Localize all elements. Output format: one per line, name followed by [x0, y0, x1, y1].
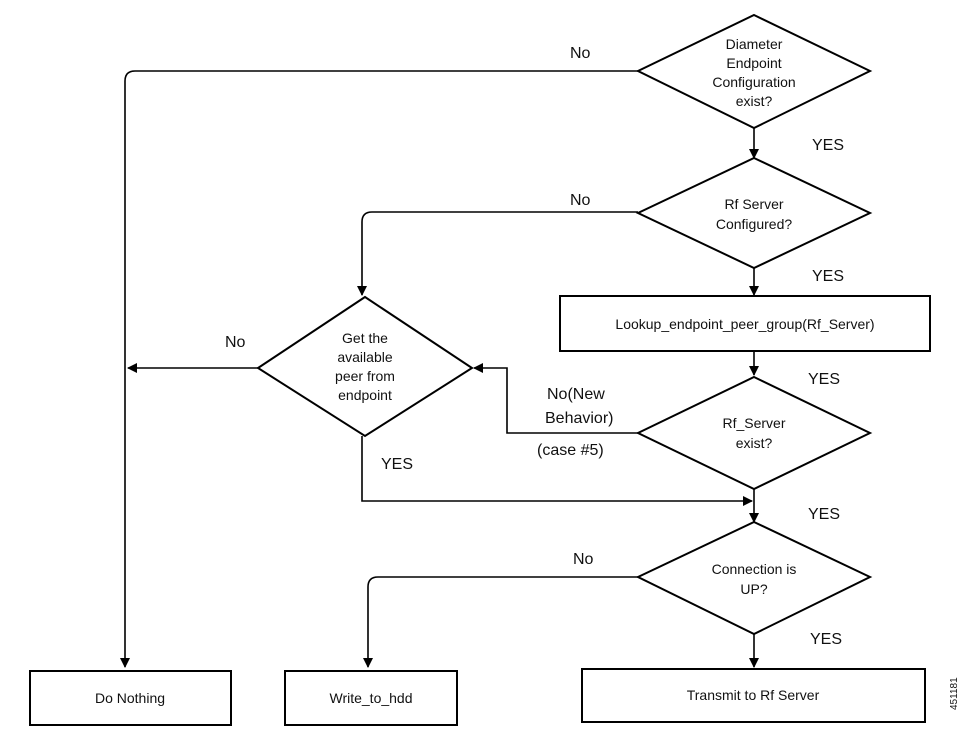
decision-get-peer-line-2: available [337, 349, 392, 365]
decision-connection-up: Connection is UP? [635, 520, 873, 636]
decision-rf-exist: Rf_Server exist? [635, 375, 873, 491]
label-exist-no-line-2: Behavior) [545, 410, 613, 427]
decision-endpoint-config-line-1: Diameter [726, 36, 783, 52]
decision-endpoint-config-line-2: Endpoint [726, 55, 781, 71]
decision-rf-exist-line-1: Rf_Server [722, 415, 785, 431]
decision-rf-exist-line-2: exist? [736, 435, 773, 451]
decision-rf-configured-shape [635, 156, 873, 270]
process-do-nothing: Do Nothing [29, 670, 232, 726]
label-config-no: No [570, 45, 591, 62]
decision-connection-up-shape [635, 520, 873, 636]
decision-get-peer-line-1: Get the [342, 330, 388, 346]
edge-peer-yes [361, 436, 753, 506]
process-transmit-box [581, 668, 926, 723]
process-write-hdd-label: Write_to_hdd [329, 690, 412, 706]
edge-config-no [120, 70, 638, 668]
label-conn-yes: YES [810, 631, 842, 648]
label-peer-yes: YES [381, 456, 413, 473]
decision-endpoint-config-shape [635, 13, 873, 130]
label-exist-no-line-1: No(New [547, 386, 605, 403]
label-config-yes: YES [812, 137, 844, 154]
decision-get-peer-line-3: peer from [335, 368, 395, 384]
decision-endpoint-config-line-3: Configuration [712, 74, 795, 90]
edge-conn-no [363, 576, 638, 668]
process-do-nothing-box [29, 670, 232, 726]
edge-labels: No YES No YES YES No YES No(New Behavior… [225, 45, 844, 648]
decision-endpoint-config: Diameter Endpoint Configuration exist? [635, 13, 873, 130]
label-peer-no: No [225, 334, 246, 351]
decision-rf-exist-shape [635, 375, 873, 491]
process-lookup-box [559, 295, 931, 352]
label-exist-no-line-3: (case #5) [537, 442, 604, 459]
label-conn-no: No [573, 551, 594, 568]
decision-rf-configured-line-2: Configured? [716, 216, 792, 232]
edge-rf-conf-no [357, 211, 638, 296]
decision-rf-configured-line-1: Rf Server [724, 196, 783, 212]
decision-rf-configured: Rf Server Configured? [635, 156, 873, 270]
label-rf-conf-yes: YES [812, 268, 844, 285]
label-lookup-yes: YES [808, 371, 840, 388]
decision-connection-up-line-1: Connection is [712, 561, 797, 577]
decision-endpoint-config-line-4: exist? [736, 93, 773, 109]
decision-get-peer: Get the available peer from endpoint [256, 295, 474, 438]
process-do-nothing-label: Do Nothing [95, 690, 165, 706]
process-write-hdd: Write_to_hdd [284, 670, 458, 726]
edge-exist-no [473, 363, 638, 434]
decision-get-peer-line-4: endpoint [338, 387, 392, 403]
process-transmit: Transmit to Rf Server [581, 668, 926, 723]
figure-id: 451181 [949, 677, 960, 710]
label-rf-conf-no: No [570, 192, 591, 209]
connectors [120, 70, 759, 668]
label-exist-yes: YES [808, 506, 840, 523]
process-lookup-label: Lookup_endpoint_peer_group(Rf_Server) [615, 316, 874, 332]
process-transmit-label: Transmit to Rf Server [687, 687, 820, 703]
decision-get-peer-shape [256, 295, 474, 438]
process-lookup: Lookup_endpoint_peer_group(Rf_Server) [559, 295, 931, 352]
decision-connection-up-line-2: UP? [740, 581, 767, 597]
process-write-hdd-box [284, 670, 458, 726]
